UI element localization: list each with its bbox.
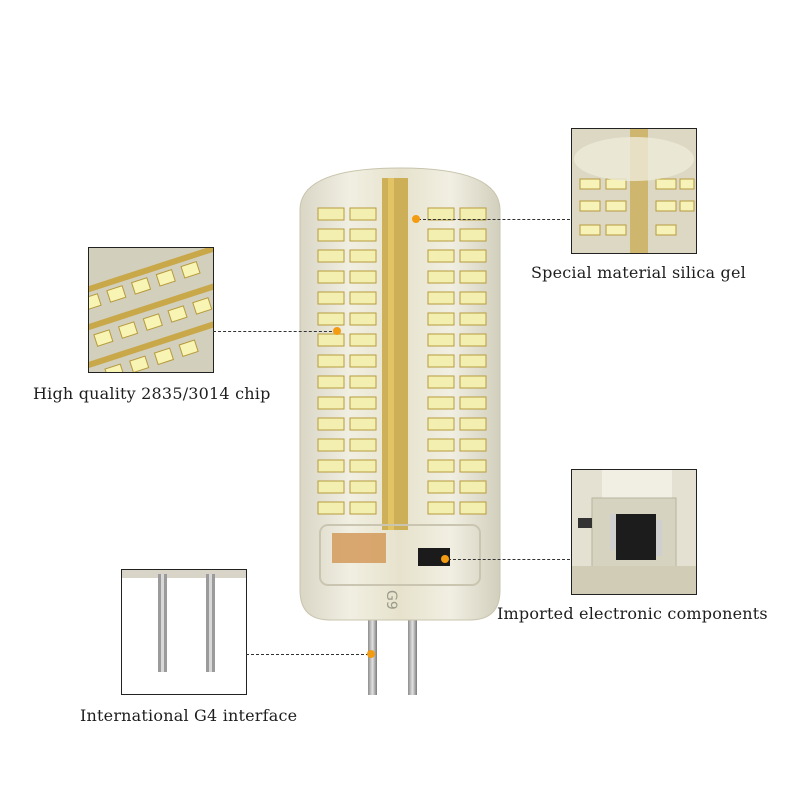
led-chip bbox=[427, 375, 455, 389]
silica-gel-detail-image bbox=[571, 128, 697, 254]
led-chip bbox=[349, 228, 377, 242]
led-chip bbox=[427, 396, 455, 410]
led-chip bbox=[459, 312, 487, 326]
led-chip bbox=[459, 459, 487, 473]
led-chip bbox=[317, 249, 345, 263]
led-chip bbox=[317, 417, 345, 431]
components-leader-line bbox=[448, 559, 570, 560]
led-chip bbox=[459, 375, 487, 389]
led-chip bbox=[459, 207, 487, 221]
chip-caption: High quality 2835/3014 chip bbox=[33, 384, 271, 403]
led-chip bbox=[427, 501, 455, 515]
led-chip bbox=[427, 459, 455, 473]
led-chip bbox=[349, 375, 377, 389]
led-chip bbox=[427, 312, 455, 326]
g4-interface-detail-image bbox=[121, 569, 247, 695]
led-chip bbox=[427, 270, 455, 284]
led-chip bbox=[459, 291, 487, 305]
led-chip bbox=[349, 333, 377, 347]
led-chip bbox=[349, 438, 377, 452]
led-chip bbox=[459, 270, 487, 284]
led-chip bbox=[317, 438, 345, 452]
led-chip bbox=[427, 417, 455, 431]
led-chip bbox=[349, 501, 377, 515]
led-chip bbox=[349, 354, 377, 368]
components-detail-image bbox=[571, 469, 697, 595]
led-chip bbox=[349, 249, 377, 263]
led-chip bbox=[317, 228, 345, 242]
led-chip-rows bbox=[317, 207, 487, 515]
led-chip bbox=[459, 228, 487, 242]
led-chip bbox=[317, 480, 345, 494]
led-chip bbox=[349, 480, 377, 494]
led-chip bbox=[459, 249, 487, 263]
interface-caption: International G4 interface bbox=[80, 706, 298, 725]
led-chip bbox=[459, 396, 487, 410]
components-indicator-dot bbox=[441, 555, 449, 563]
chip-detail-image bbox=[88, 247, 214, 373]
led-chip bbox=[317, 396, 345, 410]
interface-leader-line bbox=[246, 654, 369, 655]
led-chip bbox=[459, 417, 487, 431]
led-chip bbox=[427, 228, 455, 242]
led-chip bbox=[349, 270, 377, 284]
led-chip bbox=[349, 291, 377, 305]
silica-gel-indicator-dot bbox=[412, 215, 420, 223]
led-chip bbox=[317, 501, 345, 515]
led-chip bbox=[349, 417, 377, 431]
components-caption: Imported electronic components bbox=[497, 604, 768, 623]
led-chip bbox=[459, 438, 487, 452]
led-chip bbox=[459, 480, 487, 494]
base-marking: G9 bbox=[383, 590, 399, 610]
led-chip bbox=[459, 333, 487, 347]
led-chip bbox=[427, 438, 455, 452]
led-chip bbox=[427, 291, 455, 305]
led-chip bbox=[427, 207, 455, 221]
led-chip bbox=[349, 207, 377, 221]
interface-indicator-dot bbox=[367, 650, 375, 658]
g4-led-bulb-illustration: G9 bbox=[299, 167, 501, 695]
center-frame-strip bbox=[382, 178, 408, 530]
silica-gel-caption: Special material silica gel bbox=[531, 263, 746, 282]
led-chip bbox=[317, 375, 345, 389]
led-chip bbox=[427, 480, 455, 494]
led-chip bbox=[349, 459, 377, 473]
led-chip bbox=[317, 459, 345, 473]
led-chip bbox=[317, 354, 345, 368]
led-chip bbox=[427, 354, 455, 368]
led-chip bbox=[349, 312, 377, 326]
led-chip bbox=[427, 249, 455, 263]
chip-indicator-dot bbox=[333, 327, 341, 335]
led-chip bbox=[317, 291, 345, 305]
right-pin bbox=[408, 605, 417, 695]
silica-gel-leader-line bbox=[418, 219, 570, 220]
led-chip bbox=[459, 354, 487, 368]
led-chip bbox=[317, 312, 345, 326]
chip-leader-line bbox=[213, 331, 337, 332]
led-chip bbox=[317, 270, 345, 284]
led-chip bbox=[427, 333, 455, 347]
led-chip bbox=[349, 396, 377, 410]
led-chip bbox=[317, 207, 345, 221]
led-chip bbox=[459, 501, 487, 515]
component-resistor bbox=[332, 533, 386, 563]
led-chip bbox=[317, 333, 345, 347]
